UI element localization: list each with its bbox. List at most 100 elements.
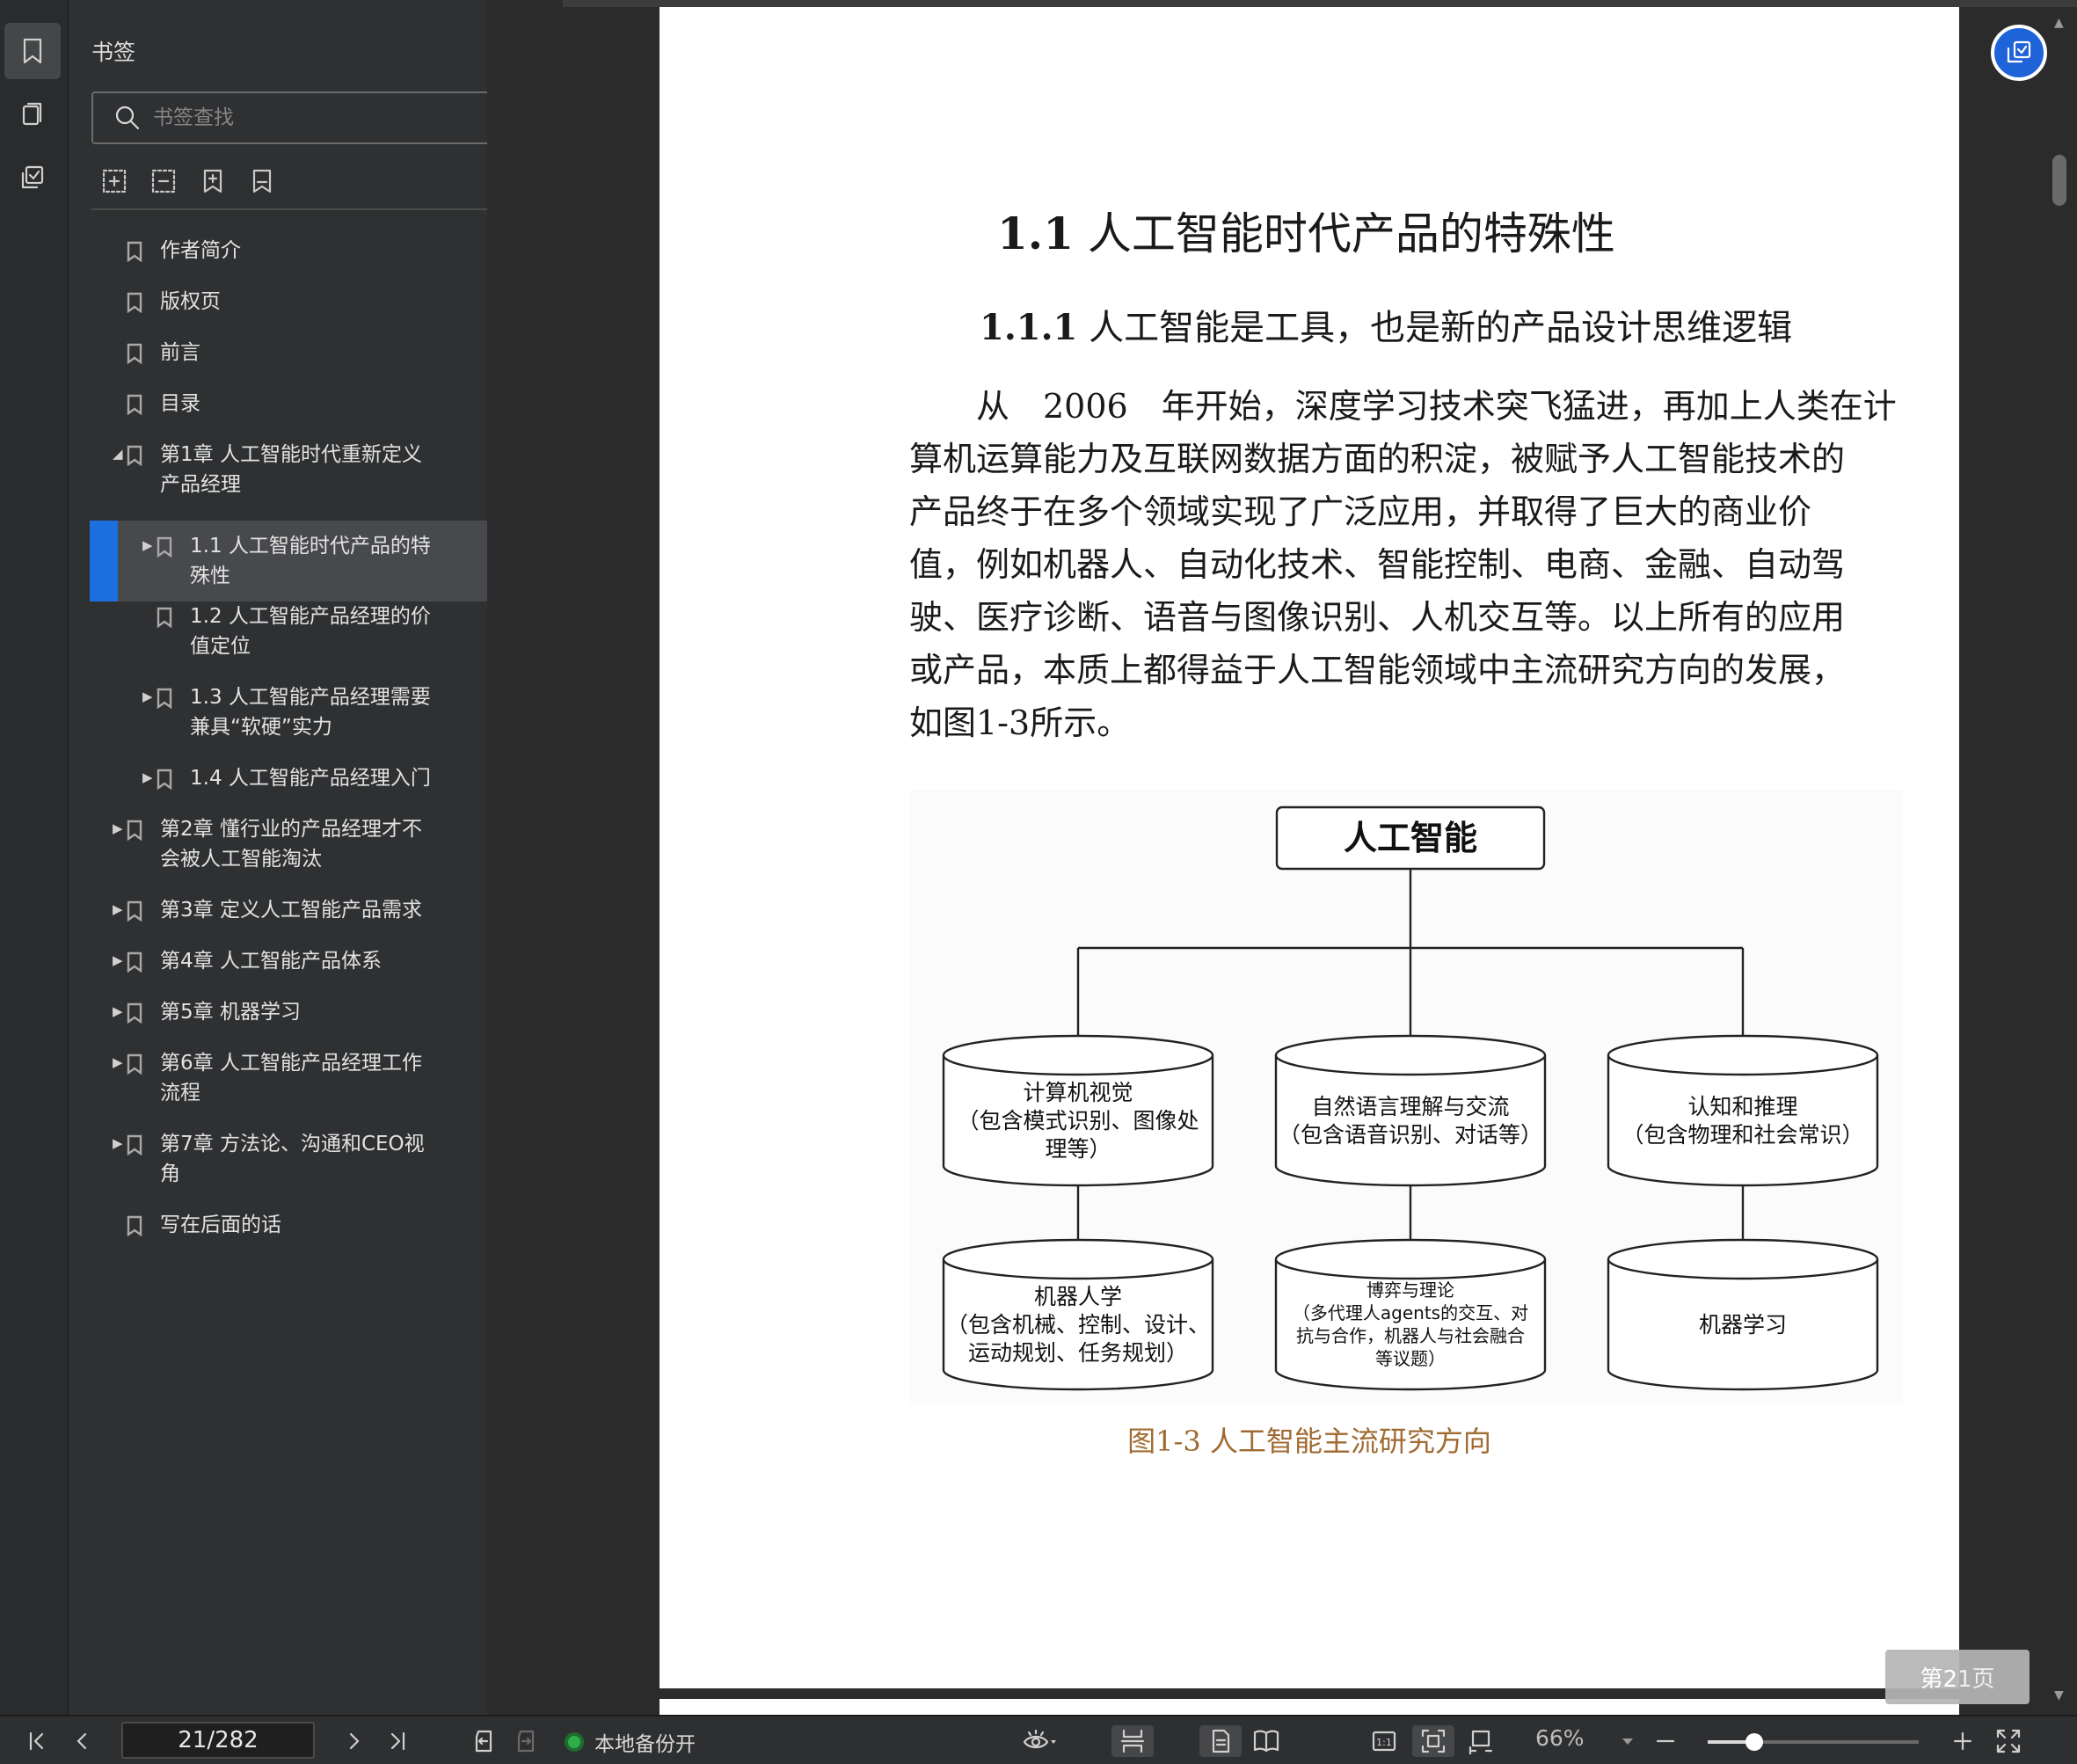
next-page-edge — [660, 1699, 1959, 1715]
bookmark-label-line: 写在后面的话 — [160, 1214, 281, 1236]
bookmark-search-input[interactable] — [153, 106, 522, 129]
vertical-scrollbar-thumb[interactable] — [2052, 155, 2066, 206]
bookmark-search[interactable] — [91, 91, 542, 144]
expand-arrow-right-icon[interactable]: ▶ — [113, 1003, 123, 1019]
bookmark-label-line: 值定位 — [190, 635, 251, 658]
bookmark-label: 写在后面的话 — [160, 1210, 441, 1240]
bookmark-label: 目录 — [160, 389, 441, 419]
next-page-button[interactable] — [334, 1725, 373, 1757]
bookmark-item[interactable]: ▶第2章 懂行业的产品经理才不会被人工智能淘汰56 — [90, 814, 554, 895]
collapse-all-icon — [151, 169, 176, 193]
fullscreen-button[interactable] — [1989, 1725, 2028, 1757]
scroll-down-arrow[interactable]: ▼ — [2054, 1688, 2064, 1702]
history-forward-button[interactable] — [506, 1725, 545, 1757]
zoom-out-button[interactable] — [1648, 1725, 1683, 1757]
continuous-scroll-button[interactable] — [1111, 1725, 1154, 1757]
research-node-label: （包含机械、控制、设计、 — [946, 1312, 1210, 1338]
research-node-top — [1274, 1034, 1547, 1076]
expand-arrow-right-icon[interactable]: ▶ — [142, 537, 153, 553]
floating-convert-button[interactable] — [1991, 25, 2047, 81]
bookmark-item[interactable]: ▶1.1 人工智能时代产品的特殊性21 — [90, 521, 554, 601]
bookmark-item[interactable]: ▶第7章 方法论、沟通和CEO视角258 — [90, 1129, 554, 1210]
expand-arrow-right-icon[interactable]: ▶ — [113, 1135, 123, 1151]
add-bookmark-button[interactable] — [199, 167, 227, 195]
bookmark-icon — [23, 38, 42, 64]
bookmark-item[interactable]: 1.2 人工智能产品经理的价值定位36 — [90, 601, 554, 682]
bookmark-label-line: 版权页 — [160, 290, 221, 313]
bookmark-item[interactable]: 版权页4 — [90, 287, 554, 338]
research-node-label: （包含物理和社会常识） — [1622, 1122, 1863, 1148]
zoom-level[interactable]: 66% — [1535, 1725, 1585, 1751]
expand-arrow-right-icon[interactable]: ▶ — [113, 901, 123, 917]
bookmark-item[interactable]: ◢第1章 人工智能时代重新定义产品经理19 — [90, 440, 554, 521]
fit-page-button[interactable] — [1412, 1725, 1454, 1757]
bookmark-label-line: 兼具“软硬”实力 — [190, 716, 332, 739]
fullscreen-icon — [1996, 1729, 2021, 1753]
double-page-button[interactable] — [1245, 1725, 1287, 1757]
bookmark-panel-button[interactable] — [4, 23, 61, 79]
bookmark-item[interactable]: 前言7 — [90, 338, 554, 389]
fit-width-button[interactable] — [1461, 1725, 1500, 1757]
bookmark-icon — [127, 951, 142, 973]
zoom-dropdown-button[interactable] — [1614, 1725, 1641, 1757]
bookmark-item[interactable]: ▶第6章 人工智能产品经理工作流程219 — [90, 1048, 554, 1129]
bookmark-label: 1.3 人工智能产品经理需要兼具“软硬”实力 — [190, 682, 471, 742]
bookmark-item[interactable]: 写在后面的话281 — [90, 1210, 554, 1261]
paragraph-line: 驶、医疗诊断、语音与图像识别、人机交互等。以上所有的应用 — [909, 598, 1846, 637]
previous-page-button[interactable] — [63, 1725, 102, 1757]
expand-arrow-right-icon[interactable]: ▶ — [113, 1054, 123, 1070]
last-page-button[interactable] — [378, 1725, 417, 1757]
first-page-button[interactable] — [18, 1725, 56, 1757]
eye-protection-button[interactable] — [1011, 1725, 1068, 1757]
zoom-slider[interactable] — [1708, 1733, 1919, 1751]
search-icon — [115, 106, 140, 130]
history-back-icon — [475, 1730, 492, 1753]
convert-icon — [2007, 40, 2031, 63]
previous-page-edge — [563, 0, 2077, 7]
expand-arrow-right-icon[interactable]: ▶ — [113, 820, 123, 836]
document-viewport[interactable]: 1.1 人工智能时代产品的特殊性 1.1.1 人工智能是工具，也是新的产品设计思… — [563, 0, 2077, 1715]
expand-all-icon — [102, 169, 127, 193]
expand-arrow-right-icon[interactable]: ▶ — [142, 689, 153, 704]
bookmark-label-line: 第2章 懂行业的产品经理才不 — [160, 818, 422, 841]
bookmark-item[interactable]: 目录13 — [90, 389, 554, 440]
backup-label: 本地备份开 — [594, 1733, 696, 1756]
zoom-in-button[interactable] — [1945, 1725, 1980, 1757]
fit-width-icon — [1468, 1730, 1493, 1754]
history-back-button[interactable] — [464, 1725, 503, 1757]
bookmark-item[interactable]: 作者简介2 — [90, 236, 554, 287]
research-node-label: 机器学习 — [1699, 1312, 1787, 1338]
expand-arrow-right-icon[interactable]: ▶ — [113, 952, 123, 968]
expand-arrow-down-icon[interactable]: ◢ — [113, 446, 123, 462]
bookmark-outline-button[interactable] — [248, 167, 276, 195]
plus-icon — [1953, 1731, 1972, 1751]
page-number-input[interactable] — [121, 1722, 315, 1759]
diagram-svg: 人工智能计算机视觉（包含模式识别、图像处理等）自然语言理解与交流（包含语音识别、… — [942, 805, 1879, 1391]
bookmark-label-line: 目录 — [160, 392, 200, 415]
bookmark-label: 第4章 人工智能产品体系 — [160, 946, 441, 976]
expand-arrow-right-icon[interactable]: ▶ — [142, 769, 153, 785]
bookmark-panel: 书签 作者简介2版权页4前言7目录13◢第1章 人工智能时代重新定义产品经理19… — [69, 0, 563, 1715]
research-node-label: 计算机视觉 — [1023, 1080, 1133, 1105]
actual-size-button[interactable]: 1:1 — [1365, 1725, 1403, 1757]
bookmark-label-line: 作者简介 — [160, 239, 241, 262]
eye-icon — [1023, 1729, 1056, 1749]
bookmark-item[interactable]: ▶第3章 定义人工智能产品需求82 — [90, 895, 554, 946]
thumbnail-panel-button[interactable] — [4, 86, 61, 142]
research-node-label: （多代理人agents的交互、对 — [1293, 1302, 1528, 1323]
bookmark-item[interactable]: ▶第5章 机器学习174 — [90, 997, 554, 1048]
expand-all-button[interactable] — [100, 167, 128, 195]
single-page-button[interactable] — [1199, 1725, 1242, 1757]
figure-diagram: 人工智能计算机视觉（包含模式识别、图像处理等）自然语言理解与交流（包含语音识别、… — [909, 790, 1903, 1405]
annotation-panel-button[interactable] — [4, 149, 61, 206]
bookmark-item[interactable]: ▶1.4 人工智能产品经理入门48 — [90, 763, 554, 814]
bookmark-icon — [127, 900, 142, 922]
bookmark-item[interactable]: ▶第4章 人工智能产品体系117 — [90, 946, 554, 997]
scroll-up-arrow[interactable]: ▲ — [2054, 16, 2064, 30]
panel-gutter — [487, 0, 563, 1715]
local-backup-status[interactable]: 本地备份开 — [565, 1727, 696, 1757]
zoom-slider-handle[interactable] — [1745, 1733, 1763, 1751]
research-node-label: 理等） — [1045, 1136, 1111, 1162]
collapse-all-button[interactable] — [149, 167, 178, 195]
